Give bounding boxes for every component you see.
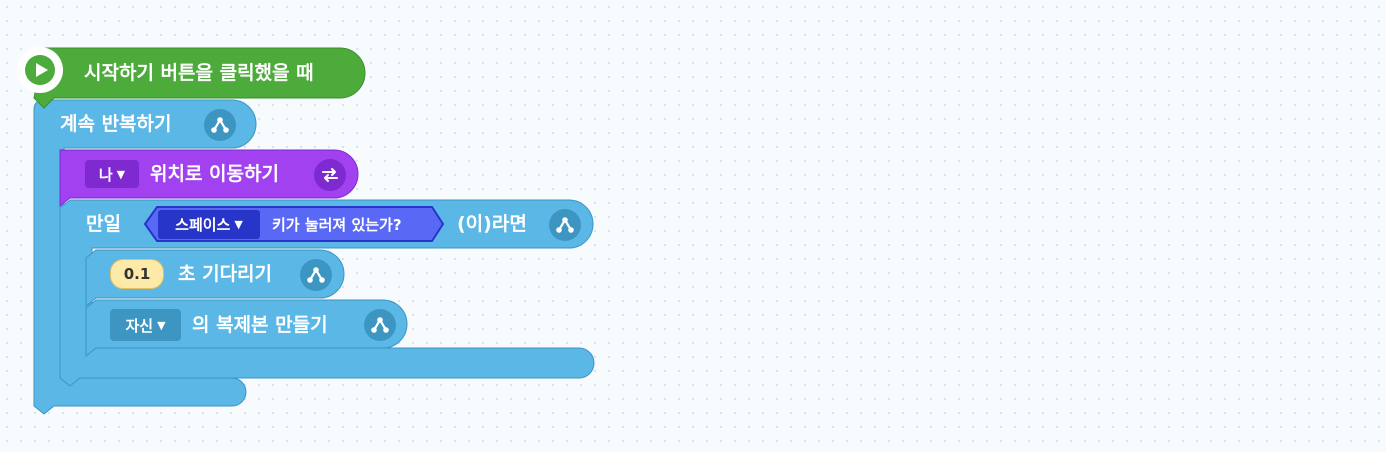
loop-block-label: 계속 반복하기: [60, 113, 172, 135]
start-block-shape[interactable]: [33, 47, 366, 109]
start-circle: [17, 47, 63, 93]
swap-arrows-icon: [314, 159, 346, 191]
wait-seconds-input[interactable]: 0.1: [110, 259, 164, 289]
caret-down-icon: ▼: [157, 318, 166, 332]
condition-label: 키가 눌러져 있는가?: [272, 216, 402, 234]
key-dropdown[interactable]: 스페이스 ▼: [158, 210, 260, 239]
start-block-label: 시작하기 버튼을 클릭했을 때: [84, 62, 314, 84]
move-target-value: 나: [98, 165, 113, 184]
move-block-label: 위치로 이동하기: [150, 163, 279, 185]
flow-connector-icon: [204, 109, 236, 141]
clone-target-value: 자신: [125, 316, 154, 335]
caret-down-icon: ▼: [116, 167, 126, 181]
if-block-suffix: (이)라면: [457, 213, 527, 235]
if-block-prefix: 만일: [86, 213, 121, 235]
clone-target-dropdown[interactable]: 자신 ▼: [110, 309, 181, 341]
flow-connector-icon: [549, 209, 581, 241]
caret-down-icon: ▼: [234, 218, 243, 231]
flow-connector-icon: [364, 309, 396, 341]
move-target-dropdown[interactable]: 나 ▼: [85, 160, 139, 188]
flow-connector-icon: [300, 259, 332, 291]
clone-block-label: 의 복제본 만들기: [192, 314, 328, 336]
play-icon: [25, 55, 55, 85]
wait-block-label: 초 기다리기: [178, 263, 273, 285]
key-dropdown-value: 스페이스: [175, 216, 231, 234]
